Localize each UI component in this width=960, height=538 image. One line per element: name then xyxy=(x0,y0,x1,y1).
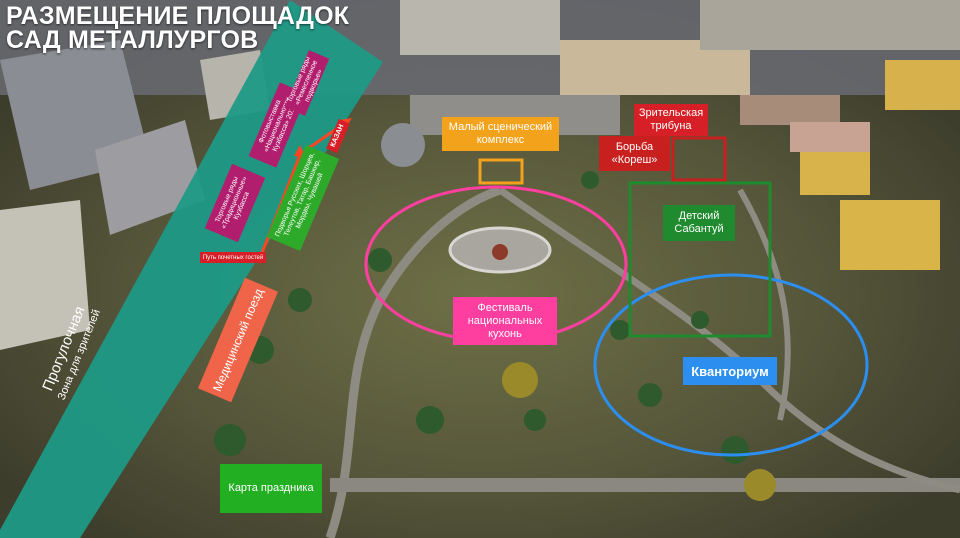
kuresh-text: Борьба «Кореш» xyxy=(611,140,658,166)
building-east-2 xyxy=(840,200,940,270)
spectator-stand-text: Зрительская трибуна xyxy=(638,107,704,132)
holiday-map-label: Карта праздника xyxy=(220,464,322,513)
guest-path-label: Путь почетных гостей xyxy=(200,252,266,263)
small-stage-text: Малый сценический комплекс xyxy=(448,121,553,146)
festival-label: Фестиваль национальных кухонь xyxy=(453,297,557,345)
holiday-map-text: Карта праздника xyxy=(228,482,314,494)
kuresh-zone-outline xyxy=(671,136,727,182)
kvantorium-zone-outline xyxy=(593,273,869,457)
building-east-3 xyxy=(885,60,960,110)
stage-zone-outline xyxy=(478,158,524,185)
title-line-2: САД МЕТАЛЛУРГОВ xyxy=(6,26,259,54)
kuresh-label: Борьба «Кореш» xyxy=(599,136,670,171)
children-zone-outline xyxy=(628,181,772,338)
building-east-4 xyxy=(740,95,840,125)
festival-text: Фестиваль национальных кухонь xyxy=(467,301,543,340)
kvantorium-text: Кванториум xyxy=(691,363,769,379)
kvantorium-label: Кванториум xyxy=(683,357,777,385)
building-east-5 xyxy=(790,122,870,152)
children-sabantuy-text: Детский Сабантуй xyxy=(674,210,724,235)
fountain-center xyxy=(492,244,508,260)
children-sabantuy-label: Детский Сабантуй xyxy=(663,205,735,241)
building-north-2 xyxy=(700,0,960,50)
spectator-stand-label: Зрительская трибуна xyxy=(634,104,708,136)
small-stage-label: Малый сценический комплекс xyxy=(442,117,559,151)
building-east-1 xyxy=(800,150,870,195)
tree-cluster xyxy=(214,171,776,501)
park-path-3 xyxy=(737,188,791,421)
rotunda-building xyxy=(381,123,425,167)
page-title: РАЗМЕЩЕНИЕ ПЛОЩАДОК САД МЕТАЛЛУРГОВ xyxy=(6,2,350,54)
guest-path-text: Путь почетных гостей xyxy=(202,254,264,261)
building-north-1 xyxy=(400,0,560,55)
title-line-1: РАЗМЕЩЕНИЕ ПЛОЩАДОК xyxy=(6,2,350,30)
building-west-2 xyxy=(0,200,90,350)
